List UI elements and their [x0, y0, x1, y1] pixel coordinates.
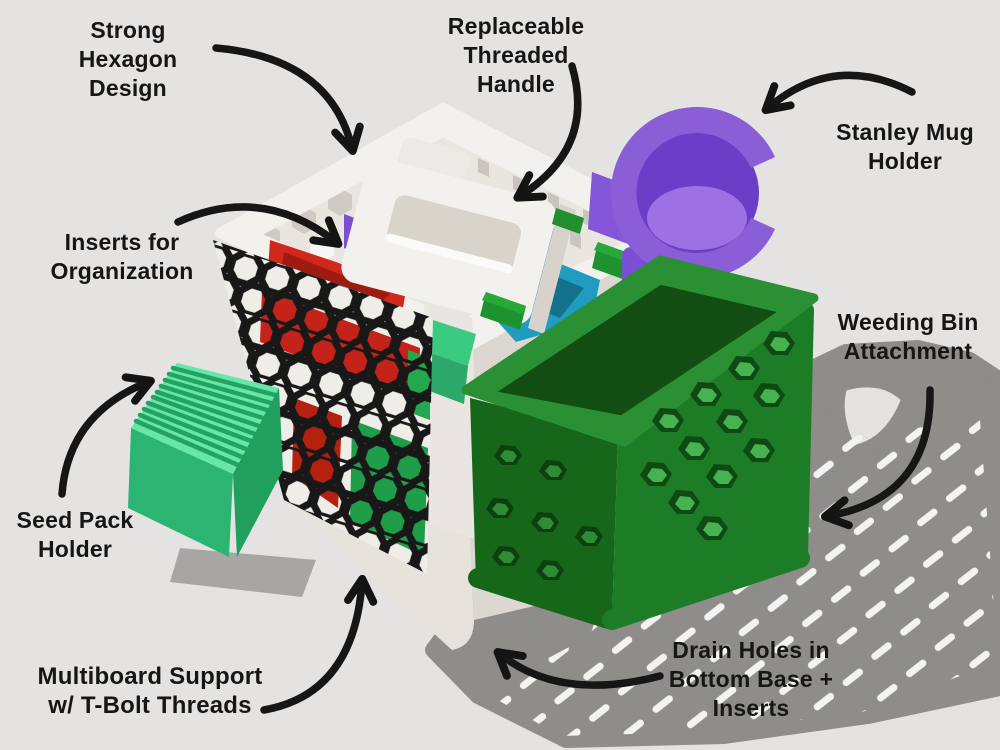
label-stanley-mug-holder: Stanley Mug Holder — [815, 118, 995, 176]
seed-pack-holder — [128, 363, 283, 557]
label-line: Weeding Bin — [837, 309, 979, 335]
arrow-weeding-bin — [820, 386, 934, 530]
arrow-inserts — [174, 203, 343, 248]
label-inserts-for-organization: Inserts for Organization — [22, 228, 222, 286]
label-line: Holder — [37, 536, 113, 562]
bin-rim — [461, 255, 819, 447]
label-line: Holder — [867, 148, 943, 174]
mug-ring — [610, 107, 775, 280]
annotation-arrows — [58, 44, 934, 714]
label-seed-pack-holder: Seed Pack Holder — [0, 506, 150, 564]
label-line: Multiboard Support — [37, 663, 263, 690]
label-drain-holes: Drain Holes in Bottom Base + Inserts — [656, 636, 846, 723]
label-multiboard-support: Multiboard Support w/ T-Bolt Threads — [20, 662, 280, 720]
label-line: Strong — [90, 17, 166, 43]
multiboard-panel — [213, 240, 433, 574]
seed-holder-right-face — [233, 388, 283, 557]
label-line: Seed Pack — [16, 507, 134, 533]
bin-right-face — [612, 304, 808, 622]
arrow-hexagon-design — [212, 44, 364, 156]
label-line: Stanley Mug — [836, 119, 974, 145]
label-line: Replaceable — [447, 13, 585, 39]
arrow-mug-holder — [761, 71, 916, 115]
seed-holder-shadow — [170, 548, 316, 597]
label-line: Inserts — [712, 695, 790, 721]
label-line: Drain Holes in — [672, 637, 830, 663]
label-strong-hexagon-design: Strong Hexagon Design — [38, 16, 218, 103]
mug-interior-lit — [647, 186, 747, 250]
weeding-bin — [461, 255, 819, 630]
label-line: w/ T-Bolt Threads — [48, 692, 252, 719]
bin-interior — [486, 280, 788, 420]
arrow-drain-holes — [493, 648, 664, 689]
label-line: Inserts for — [64, 229, 180, 255]
label-line: Attachment — [843, 338, 973, 364]
handle-side-face — [528, 204, 576, 334]
label-replaceable-threaded-handle: Replaceable Threaded Handle — [426, 12, 606, 99]
seed-holder-front-face — [128, 428, 233, 557]
label-line: Hexagon — [78, 46, 178, 72]
label-line: Handle — [477, 71, 555, 97]
seed-holder-slats — [133, 365, 278, 468]
arrow-threaded-handle — [513, 62, 582, 202]
label-line: Threaded — [463, 42, 569, 68]
panel-octagon-grid — [213, 240, 433, 574]
arrow-seed-pack — [58, 373, 155, 498]
label-line: Design — [89, 75, 167, 101]
label-line: Organization — [50, 258, 194, 284]
threaded-handle — [341, 137, 557, 325]
label-weeding-bin-attachment: Weeding Bin Attachment — [816, 308, 1000, 366]
label-line: Bottom Base + — [668, 666, 834, 692]
arrow-multiboard — [260, 574, 378, 714]
